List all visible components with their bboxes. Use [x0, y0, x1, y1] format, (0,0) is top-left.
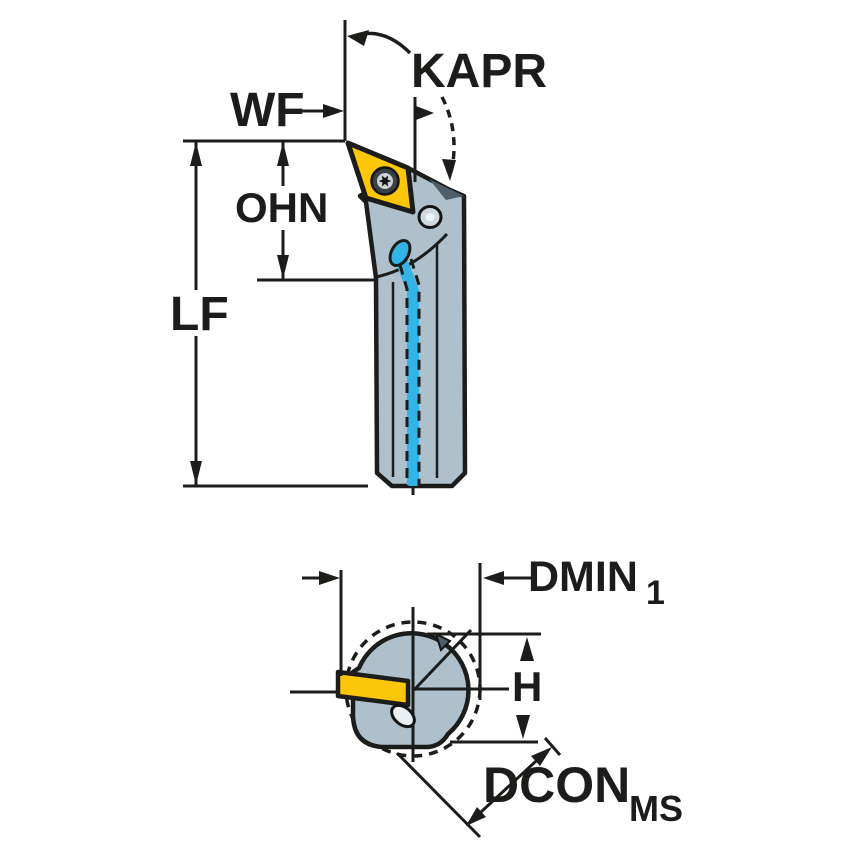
dim-dmin [290, 563, 532, 700]
dmin-arrow-right [319, 571, 340, 585]
label-wf: WF [230, 84, 305, 137]
counterbore-hole [417, 205, 443, 229]
ohn-arrow-up [277, 142, 289, 166]
dim-kapr [343, 20, 456, 182]
side-view [183, 20, 468, 495]
cutting-insert-end [335, 669, 411, 708]
pocket-notch-facet [434, 632, 452, 652]
wf-arrow-right [323, 104, 344, 118]
dim-dcon [395, 737, 562, 839]
label-ohn-mask [230, 186, 338, 230]
kapr-angle-arrow [442, 159, 456, 181]
label-lf-mask [166, 290, 226, 336]
label-h: H [512, 663, 542, 710]
dmin-arrow-left [483, 571, 504, 585]
lf-arrow-up [190, 142, 202, 166]
kapr-arc-arrow [347, 30, 369, 46]
kapr-ref-arrow [416, 106, 434, 120]
h-arrow-up [520, 637, 534, 661]
labels: WF KAPR OHN LF DMIN 1 H DCON MS [166, 45, 683, 829]
coolant-outlet-hole [388, 238, 412, 268]
label-dmin-subscript: 1 [646, 574, 665, 612]
dcon-arrow-sw [466, 807, 486, 826]
torx-screw-icon [370, 166, 400, 196]
coolant-channel [396, 259, 419, 486]
label-dcon: DCON [483, 757, 630, 813]
h-arrow-down [516, 715, 530, 739]
end-view-sector-line [412, 628, 473, 692]
dim-wf [301, 104, 344, 118]
head-corner-facet [429, 179, 464, 200]
dcon-arrow-ne [531, 747, 552, 766]
coolant-hole-end [390, 703, 416, 729]
label-kapr: KAPR [411, 45, 547, 98]
coolant-channel-wall-left [398, 264, 409, 486]
ohn-arrow-down [277, 255, 289, 279]
coolant-channel-wall-right [409, 258, 421, 486]
label-dcon-subscript: MS [629, 788, 683, 829]
label-dmin: DMIN [528, 553, 638, 601]
dim-h [427, 632, 541, 744]
lf-arrow-down [190, 461, 202, 485]
label-ohn: OHN [235, 184, 328, 231]
end-view [290, 563, 562, 839]
label-lf: LF [170, 288, 229, 341]
